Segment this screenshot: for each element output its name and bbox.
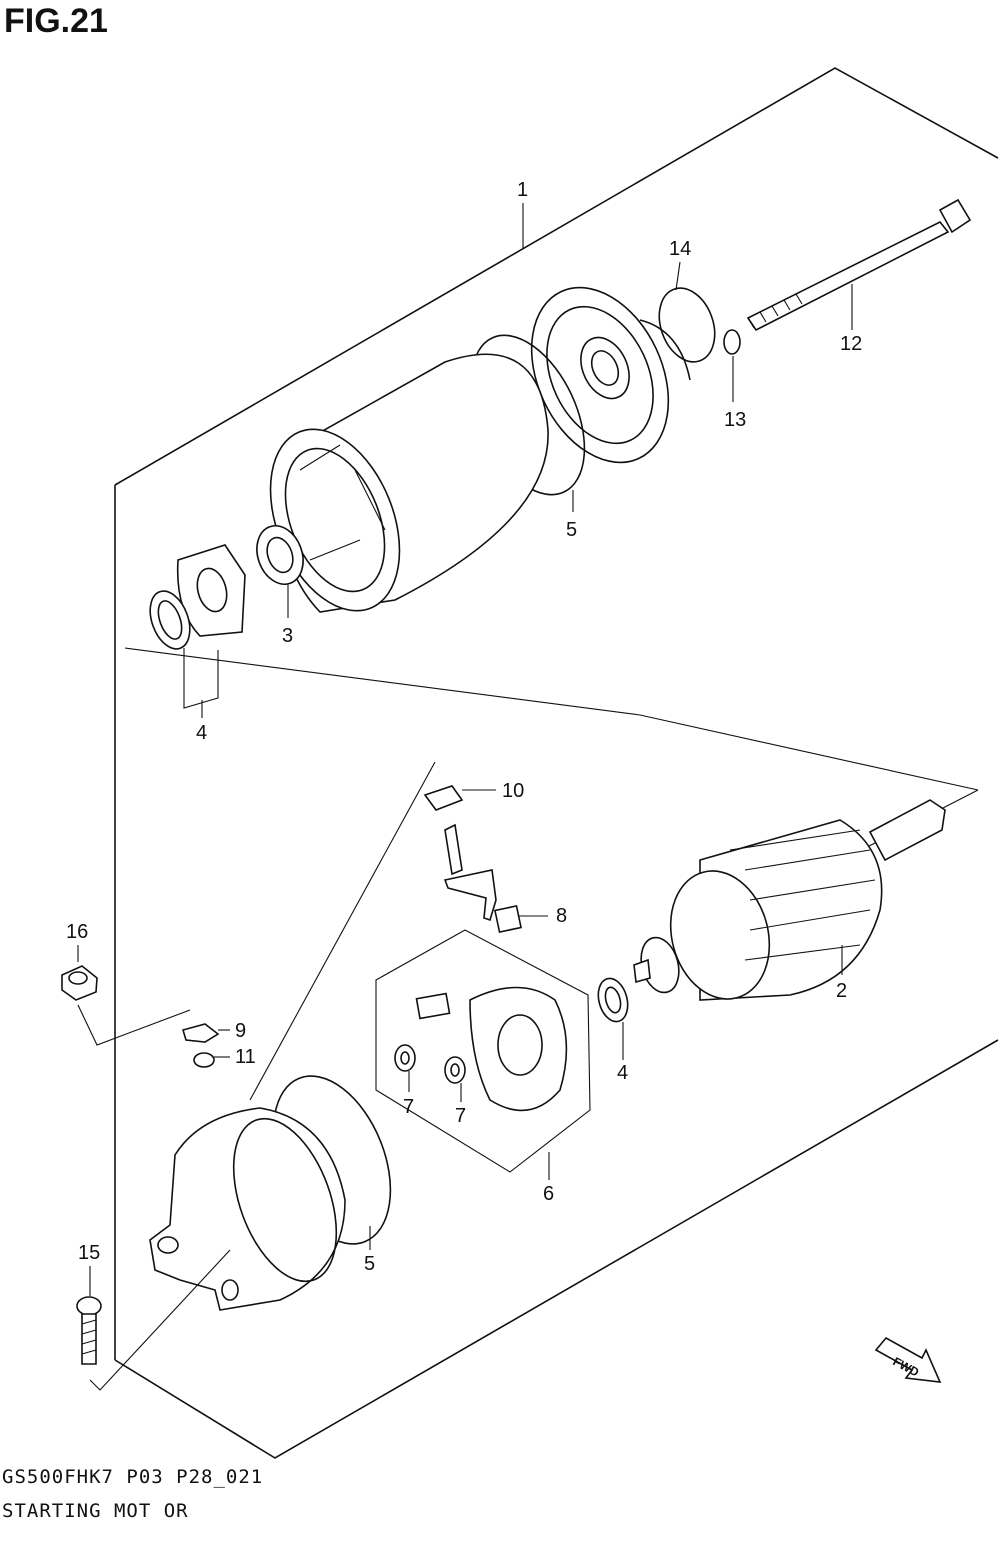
- section-name: STARTING MOT OR: [2, 1500, 189, 1522]
- terminal-bolt-8: [443, 823, 522, 933]
- terminal-nut-10: [423, 785, 464, 811]
- callout-16: 16: [66, 921, 88, 943]
- callout-2: 2: [836, 980, 847, 1002]
- callout-14: 14: [669, 238, 691, 260]
- callout-5-lower: 5: [364, 1253, 375, 1275]
- callout-1: 1: [517, 179, 528, 201]
- model-code: GS500FHK7 P03 P28_021: [2, 1466, 264, 1488]
- through-bolt: [746, 198, 972, 332]
- callout-9: 9: [235, 1020, 246, 1042]
- fwd-arrow-icon: FWD: [874, 1336, 942, 1383]
- front-cover: [149, 1107, 346, 1311]
- brush-holder-6: [375, 929, 591, 1173]
- callout-7b: 7: [455, 1105, 466, 1127]
- leader-lines: [77, 203, 853, 1296]
- callout-12: 12: [840, 333, 862, 355]
- brush-spring-7a: [394, 1044, 416, 1072]
- callout-5-upper: 5: [566, 519, 577, 541]
- o-ring-14: [658, 287, 716, 363]
- callout-8: 8: [556, 905, 567, 927]
- armature-2: [633, 799, 946, 1001]
- rear-cover: [530, 286, 691, 464]
- nut-9: [181, 1023, 220, 1043]
- assembly-frame: [114, 67, 999, 1459]
- callout-6: 6: [543, 1183, 554, 1205]
- washer-11: [193, 1052, 215, 1068]
- washer-13: [723, 329, 741, 355]
- yoke-housing: [269, 353, 549, 613]
- callout-10: 10: [502, 780, 524, 802]
- callout-labels: 1 14 12 13 5 3 4 10 8 16 2 9 11 4 7 7 6 …: [66, 179, 862, 1275]
- bearing-3: [256, 525, 304, 585]
- figure-title: FIG.21: [4, 2, 108, 40]
- callout-4-upper: 4: [196, 722, 207, 744]
- callout-11: 11: [235, 1046, 256, 1068]
- cap-16: [61, 965, 98, 1001]
- callout-4-lower: 4: [617, 1062, 628, 1084]
- brush-spring-7b: [444, 1056, 466, 1084]
- callout-7a: 7: [403, 1096, 414, 1118]
- shims-4-upper: [149, 544, 246, 709]
- callout-15: 15: [78, 1242, 100, 1264]
- callout-13: 13: [724, 409, 746, 431]
- callout-3: 3: [282, 625, 293, 647]
- screw-15: [76, 1296, 102, 1365]
- washer-4-lower: [597, 977, 629, 1023]
